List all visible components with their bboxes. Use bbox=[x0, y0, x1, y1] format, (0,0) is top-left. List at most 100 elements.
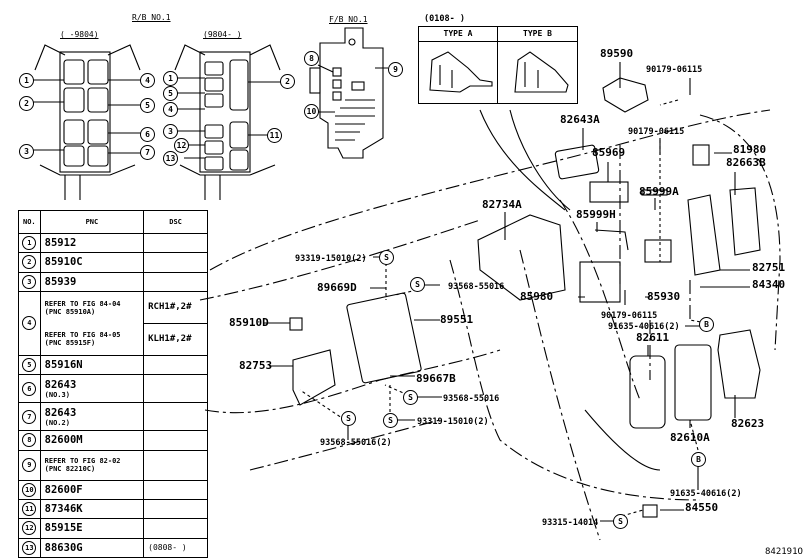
dashboard-outline bbox=[199, 109, 781, 541]
label-93568-55016-c: 93568-55016(2) bbox=[320, 438, 392, 448]
pnc-note: (NO.3) bbox=[44, 390, 70, 399]
dsc-cell bbox=[143, 232, 208, 254]
pnc-cell: REFER TO FIG 84-04 bbox=[44, 299, 121, 308]
pnc-cell: 85916N bbox=[39, 354, 145, 376]
fuse-block-title: F/B NO.1 bbox=[329, 15, 368, 24]
dsc-cell bbox=[143, 374, 208, 404]
screw-icon: S bbox=[383, 413, 398, 428]
pnc-cell: 82600M bbox=[39, 430, 145, 451]
figure-id: 842191O bbox=[765, 547, 803, 557]
type-panel-range: (0108- ) bbox=[424, 14, 465, 24]
type-panel: TYPE A TYPE B bbox=[418, 26, 578, 104]
part-85910D-shape bbox=[289, 317, 303, 331]
pnc-cell: 87346K bbox=[39, 498, 145, 520]
label-85930: 85930 bbox=[647, 290, 681, 303]
label-93319-15010-a: 93319-15010(2) bbox=[295, 254, 367, 264]
row-number: 12 bbox=[22, 521, 37, 536]
bolt-icon: B bbox=[691, 452, 706, 467]
screw-icon: S bbox=[403, 390, 418, 405]
dsc-cell: RCH1#,2# bbox=[143, 290, 208, 324]
callout-13-late: 13 bbox=[163, 151, 178, 166]
label-93568-55016-a: 93568-55016 bbox=[448, 282, 505, 292]
pnc-cell: 85915E bbox=[39, 518, 145, 539]
pnc-cell: 85910C bbox=[39, 252, 145, 273]
dsc-cell bbox=[143, 449, 208, 481]
table-row: REFER TO FIG 84-05(PNC 85915F) KLH1#,2# bbox=[19, 322, 208, 356]
row-number: 7 bbox=[22, 409, 37, 424]
label-93568-55016-b: 93568-55016 bbox=[443, 394, 500, 404]
label-90179-06115-c: 90179-06115 bbox=[601, 311, 658, 321]
callout-1: 1 bbox=[19, 73, 34, 88]
row-number: 11 bbox=[22, 502, 37, 517]
bracket-type-drawings bbox=[429, 51, 569, 93]
pnc-cell: 85939 bbox=[39, 271, 145, 292]
label-85980: 85980 bbox=[520, 290, 554, 303]
row-number: 8 bbox=[22, 433, 37, 448]
pnc-note: (NO.2) bbox=[44, 418, 70, 427]
dsc-cell bbox=[143, 498, 208, 520]
label-89590: 89590 bbox=[600, 47, 634, 60]
label-89667B: 89667B bbox=[416, 372, 456, 385]
part-82643A-shape bbox=[554, 144, 600, 180]
row-number: 4 bbox=[22, 316, 37, 331]
pnc-cell: 85912 bbox=[39, 232, 145, 254]
callout-4-late: 4 bbox=[163, 102, 178, 117]
dsc-cell: KLH1#,2# bbox=[143, 322, 208, 356]
part-89590-shape bbox=[602, 77, 649, 113]
label-82643A: 82643A bbox=[560, 113, 600, 126]
leader-lines bbox=[263, 62, 750, 522]
row-number: 9 bbox=[22, 458, 37, 473]
callout-3-late: 3 bbox=[163, 124, 178, 139]
callout-3: 3 bbox=[19, 144, 34, 159]
callout-7: 7 bbox=[140, 145, 155, 160]
label-91635-40616-a: 91635-40616(2) bbox=[608, 322, 680, 332]
label-93315-14014: 93315-14014 bbox=[542, 518, 599, 528]
dsc-cell bbox=[143, 252, 208, 273]
pnc-cell: REFER TO FIG 84-05 bbox=[44, 331, 121, 340]
label-85999H: 85999H bbox=[576, 208, 616, 221]
row-number: 13 bbox=[22, 540, 37, 555]
label-82610A: 82610A bbox=[670, 431, 710, 444]
callout-8: 8 bbox=[304, 51, 319, 66]
label-85969: 85969 bbox=[592, 146, 626, 159]
callout-10: 10 bbox=[304, 104, 319, 119]
dsc-cell bbox=[143, 354, 208, 376]
label-90179-06115-a: 90179-06115 bbox=[646, 65, 703, 75]
part-85999H-shape bbox=[594, 229, 629, 251]
part-84550-shape bbox=[642, 504, 658, 518]
header-no: NO. bbox=[18, 210, 41, 234]
pnc-cell: 82643 bbox=[44, 378, 77, 391]
callout-1-late: 1 bbox=[163, 71, 178, 86]
row-number: 2 bbox=[22, 255, 37, 270]
part-82734A-shape bbox=[477, 214, 566, 301]
fuse-block-drawing bbox=[309, 27, 388, 159]
screw-icon: S bbox=[379, 250, 394, 265]
type-b-header: TYPE B bbox=[498, 27, 577, 42]
callout-5: 5 bbox=[140, 98, 155, 113]
pnc-note: (PNC 85915F) bbox=[44, 339, 96, 348]
label-82751: 82751 bbox=[752, 261, 786, 274]
relay-block-early-range: ( -9804) bbox=[60, 30, 99, 39]
dsc-cell bbox=[143, 271, 208, 292]
label-93319-15010-b: 93319-15010(2) bbox=[417, 417, 489, 427]
part-82663B-shape bbox=[687, 187, 761, 276]
callout-5-late: 5 bbox=[163, 86, 178, 101]
bolt-icon: B bbox=[699, 317, 714, 332]
relay-block-late-drawing bbox=[172, 44, 282, 200]
label-82734A: 82734A bbox=[482, 198, 522, 211]
type-divider bbox=[497, 41, 498, 103]
dsc-cell bbox=[143, 479, 208, 500]
callout-4: 4 bbox=[140, 73, 155, 88]
dsc-cell: (0808- ) bbox=[143, 537, 208, 559]
callout-9: 9 bbox=[388, 62, 403, 77]
label-89669D: 89669D bbox=[317, 281, 357, 294]
